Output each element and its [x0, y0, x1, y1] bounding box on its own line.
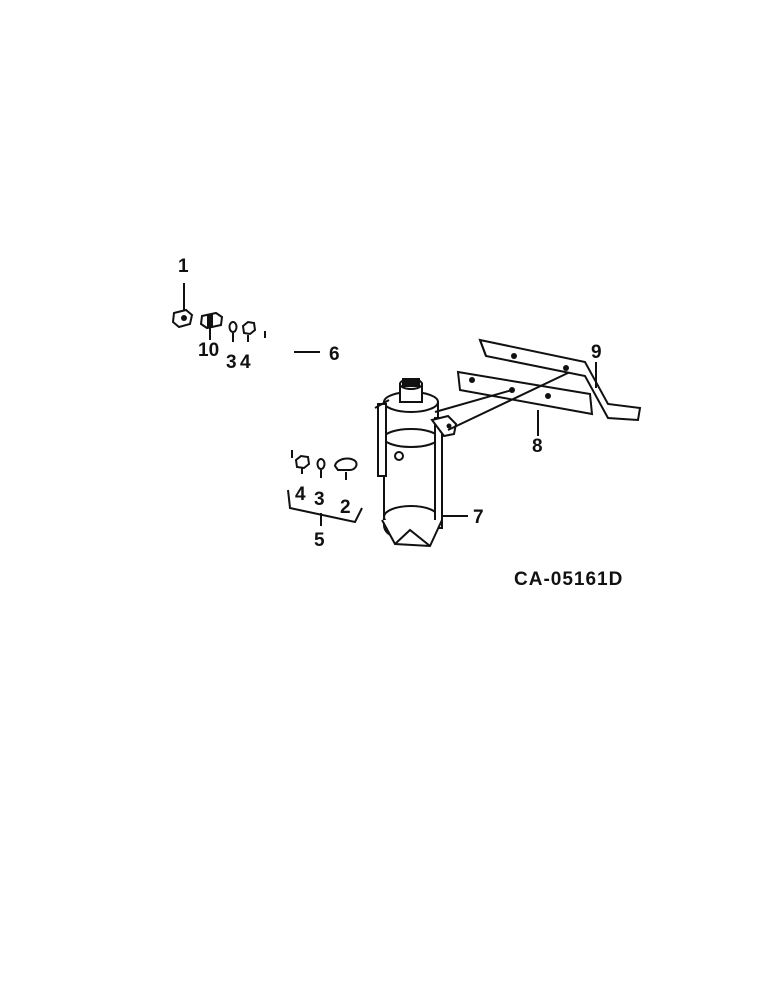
- connector-part-10: [199, 311, 224, 340]
- callout-2: 2: [340, 497, 351, 518]
- callout-8: 8: [532, 436, 543, 457]
- receiver-drier-part-7: [374, 378, 468, 548]
- nut-part-4b: [294, 454, 311, 474]
- nut-part-4a: [241, 320, 257, 342]
- clamp-part-2: [333, 457, 358, 480]
- callout-9: 9: [591, 342, 602, 363]
- callout-10: 10: [198, 340, 219, 361]
- group-bracket-5: [287, 489, 363, 524]
- drawing-code: CA-05161D: [514, 569, 623, 590]
- callout-7: 7: [473, 507, 484, 528]
- washer-part-3b: [316, 458, 326, 478]
- callout-4-lower: 4: [295, 484, 306, 505]
- fitting-part-1: [171, 283, 194, 329]
- support-bracket-part-9: [478, 338, 642, 422]
- washer-part-3a: [228, 321, 238, 342]
- callout-6: 6: [329, 344, 340, 365]
- callout-4-upper: 4: [240, 352, 251, 373]
- mounting-bracket-part-8: [434, 370, 594, 436]
- callout-1: 1: [178, 256, 189, 277]
- callout-5: 5: [314, 530, 325, 551]
- callout-3-upper: 3: [226, 352, 237, 373]
- hose-part-6: [263, 331, 320, 458]
- callout-3-lower: 3: [314, 489, 325, 510]
